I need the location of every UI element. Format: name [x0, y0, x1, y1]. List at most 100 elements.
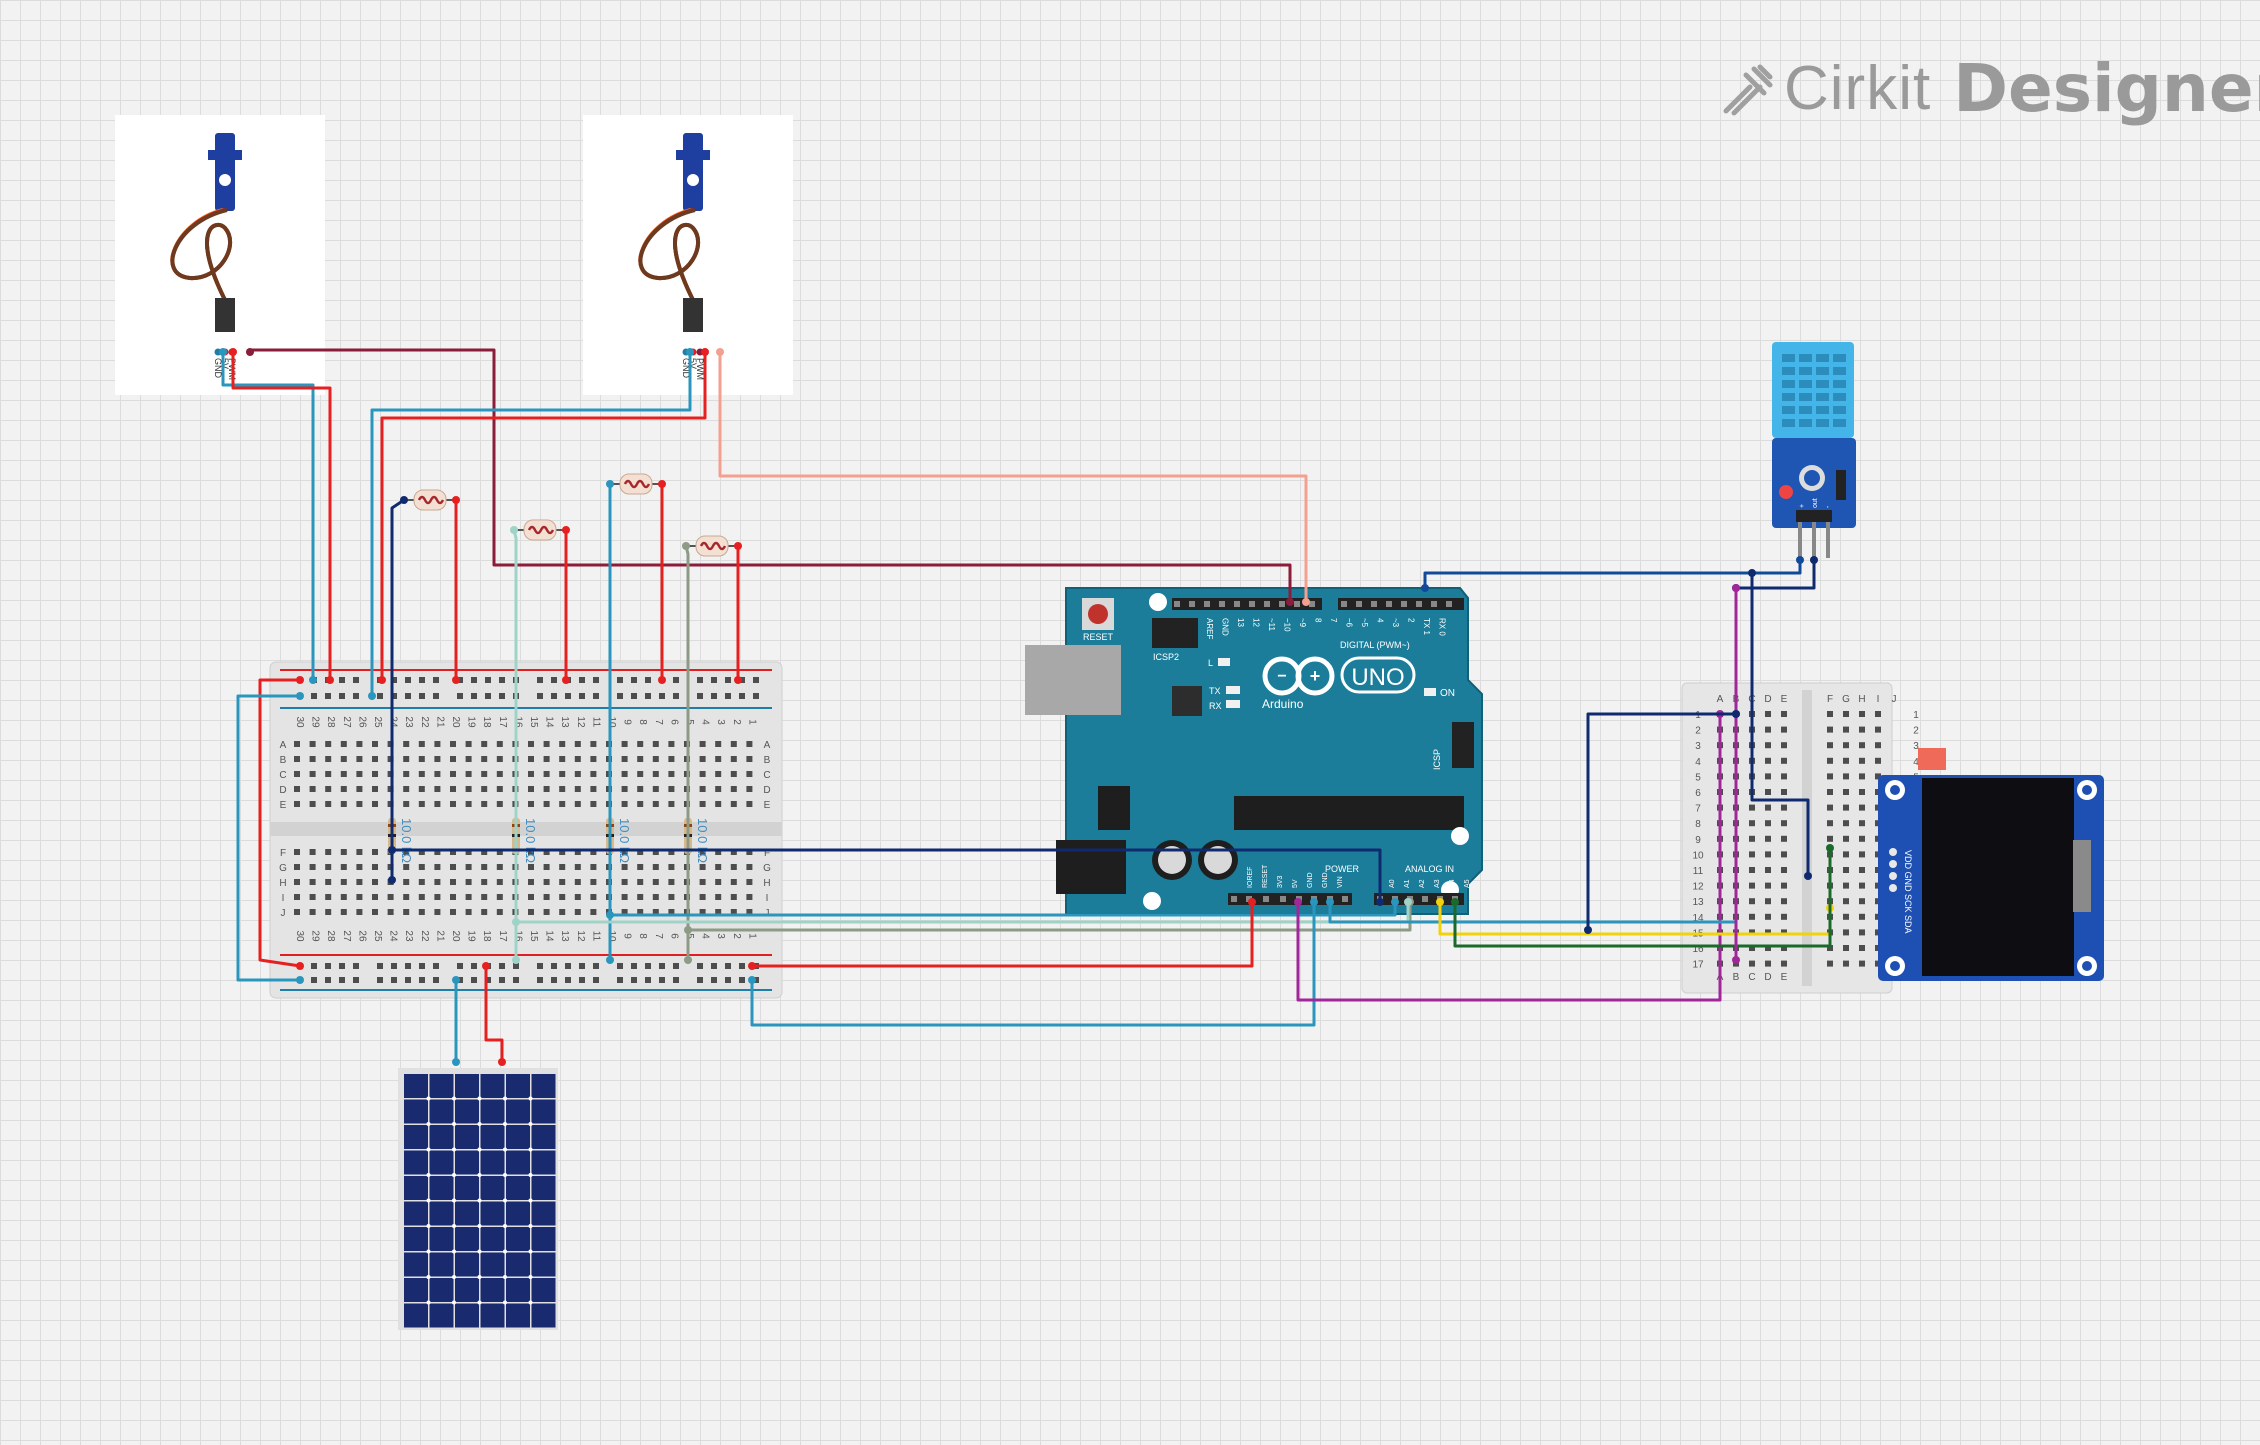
resistor4-analog-wire[interactable] [688, 902, 1412, 932]
row-number: 3 [1913, 741, 1919, 752]
oled-pin[interactable] [1889, 860, 1897, 868]
solar-pos-wire[interactable] [484, 966, 504, 1062]
solar-cell [455, 1278, 479, 1302]
solar-dot [503, 1224, 507, 1228]
analog-pin-label: A5 [1464, 879, 1471, 888]
power-pin-label: 5V [1292, 879, 1299, 888]
servo-horn [219, 174, 231, 186]
column-number: 3 [715, 933, 726, 939]
header-pin[interactable] [1416, 601, 1422, 607]
breadboard-hole [434, 801, 441, 807]
solar-cell [404, 1099, 428, 1124]
header-pin[interactable] [1231, 896, 1237, 902]
oled-pin[interactable] [1889, 872, 1897, 880]
solar-dot [452, 1300, 456, 1305]
breadboard-hole [637, 909, 644, 915]
usb-port[interactable] [1025, 645, 1121, 715]
breadboard-hole [465, 741, 472, 747]
arduino-5v-wire[interactable] [752, 902, 1254, 968]
wire-end [1421, 584, 1429, 592]
scl-wire[interactable] [1453, 848, 1832, 948]
header-pin[interactable] [1342, 896, 1348, 902]
breadboard-hole [528, 786, 534, 792]
wire-end [562, 526, 570, 534]
oled-vdd-wire[interactable] [1750, 573, 1810, 876]
header-pin[interactable] [1219, 601, 1225, 607]
solar-dot [452, 1173, 456, 1177]
column-number: 18 [481, 930, 492, 942]
servo2-pwm-wire[interactable] [718, 352, 1308, 602]
breadboard-hole [746, 801, 753, 807]
breadboard-hole [403, 741, 410, 747]
header-pin[interactable] [1264, 601, 1270, 607]
oled-pin[interactable] [1889, 884, 1897, 892]
mini-rail-wire[interactable] [1586, 712, 1736, 930]
breadboard-hole [372, 801, 378, 807]
header-pin[interactable] [1294, 601, 1300, 607]
column-number: 4 [700, 719, 711, 725]
solar-cell [531, 1278, 556, 1302]
servo2-gnd-wire[interactable] [370, 352, 692, 696]
servo1-gnd-wire[interactable] [221, 352, 315, 680]
header-pin[interactable] [1341, 601, 1347, 607]
rail-jumper-red[interactable] [258, 678, 301, 968]
solar-cell [480, 1074, 505, 1098]
breadboard-hole [543, 864, 550, 870]
breadboard-hole [730, 741, 737, 747]
resistor3-analog-wire[interactable] [610, 902, 1397, 917]
breadboard-hole [356, 849, 363, 855]
header-pin[interactable] [1280, 896, 1286, 902]
dht-vent [1833, 354, 1846, 362]
row-number: 12 [1692, 882, 1704, 893]
header-pin[interactable] [1279, 601, 1285, 607]
logo-minus: − [1277, 668, 1286, 685]
breadboard-hole [652, 909, 659, 915]
header-pin[interactable] [1174, 601, 1180, 607]
solar-dot [426, 1224, 431, 1228]
header-pin[interactable] [1249, 601, 1255, 607]
dht-vcc-wire[interactable] [1736, 560, 1816, 590]
dht-data-wire[interactable] [1423, 560, 1802, 588]
header-pin[interactable] [1386, 601, 1392, 607]
header-pin[interactable] [1309, 601, 1315, 607]
power-jack[interactable] [1056, 840, 1126, 894]
servo1-vcc-wire[interactable] [231, 352, 332, 680]
header-pin[interactable] [1446, 601, 1452, 607]
servo2-vcc-wire[interactable] [380, 352, 707, 680]
breadboard-hole [1859, 898, 1865, 905]
breadboard-hole [1781, 913, 1787, 920]
breadboard-hole [513, 963, 519, 969]
breadboard-hole [309, 741, 316, 747]
header-pin[interactable] [1234, 601, 1240, 607]
breadboard-hole [715, 864, 722, 870]
breadboard-hole [419, 693, 425, 699]
breadboard-hole [309, 879, 316, 885]
header-pin[interactable] [1401, 601, 1407, 607]
header-pin[interactable] [1371, 601, 1377, 607]
header-pin[interactable] [1189, 601, 1195, 607]
breadboard-hole [418, 756, 425, 762]
header-pin[interactable] [1356, 601, 1362, 607]
header-pin[interactable] [1263, 896, 1269, 902]
solar-cell [429, 1201, 454, 1226]
ldr1-wire-a[interactable] [390, 498, 405, 880]
5v-mini-wire[interactable] [1296, 714, 1722, 1002]
oled-pin[interactable] [1889, 848, 1897, 856]
wire-end [229, 348, 237, 356]
header-pin[interactable] [1422, 896, 1428, 902]
breadboard-hole [387, 909, 394, 915]
breadboard-hole [418, 801, 425, 807]
solar-cell [429, 1074, 454, 1098]
header-pin[interactable] [1204, 601, 1210, 607]
header-pin[interactable] [1246, 896, 1252, 902]
breadboard-hole [1843, 820, 1849, 827]
reset-button[interactable] [1088, 604, 1108, 624]
rail-jumper-blue[interactable] [236, 694, 300, 982]
resistor1-analog-wire[interactable] [392, 848, 1382, 902]
breadboard-hole [356, 756, 363, 762]
arduino-gnd-wire[interactable] [750, 902, 1316, 1027]
breadboard-hole [356, 741, 363, 747]
solar-cell [455, 1227, 479, 1251]
header-pin[interactable] [1431, 601, 1437, 607]
row-number: 9 [1695, 835, 1701, 846]
